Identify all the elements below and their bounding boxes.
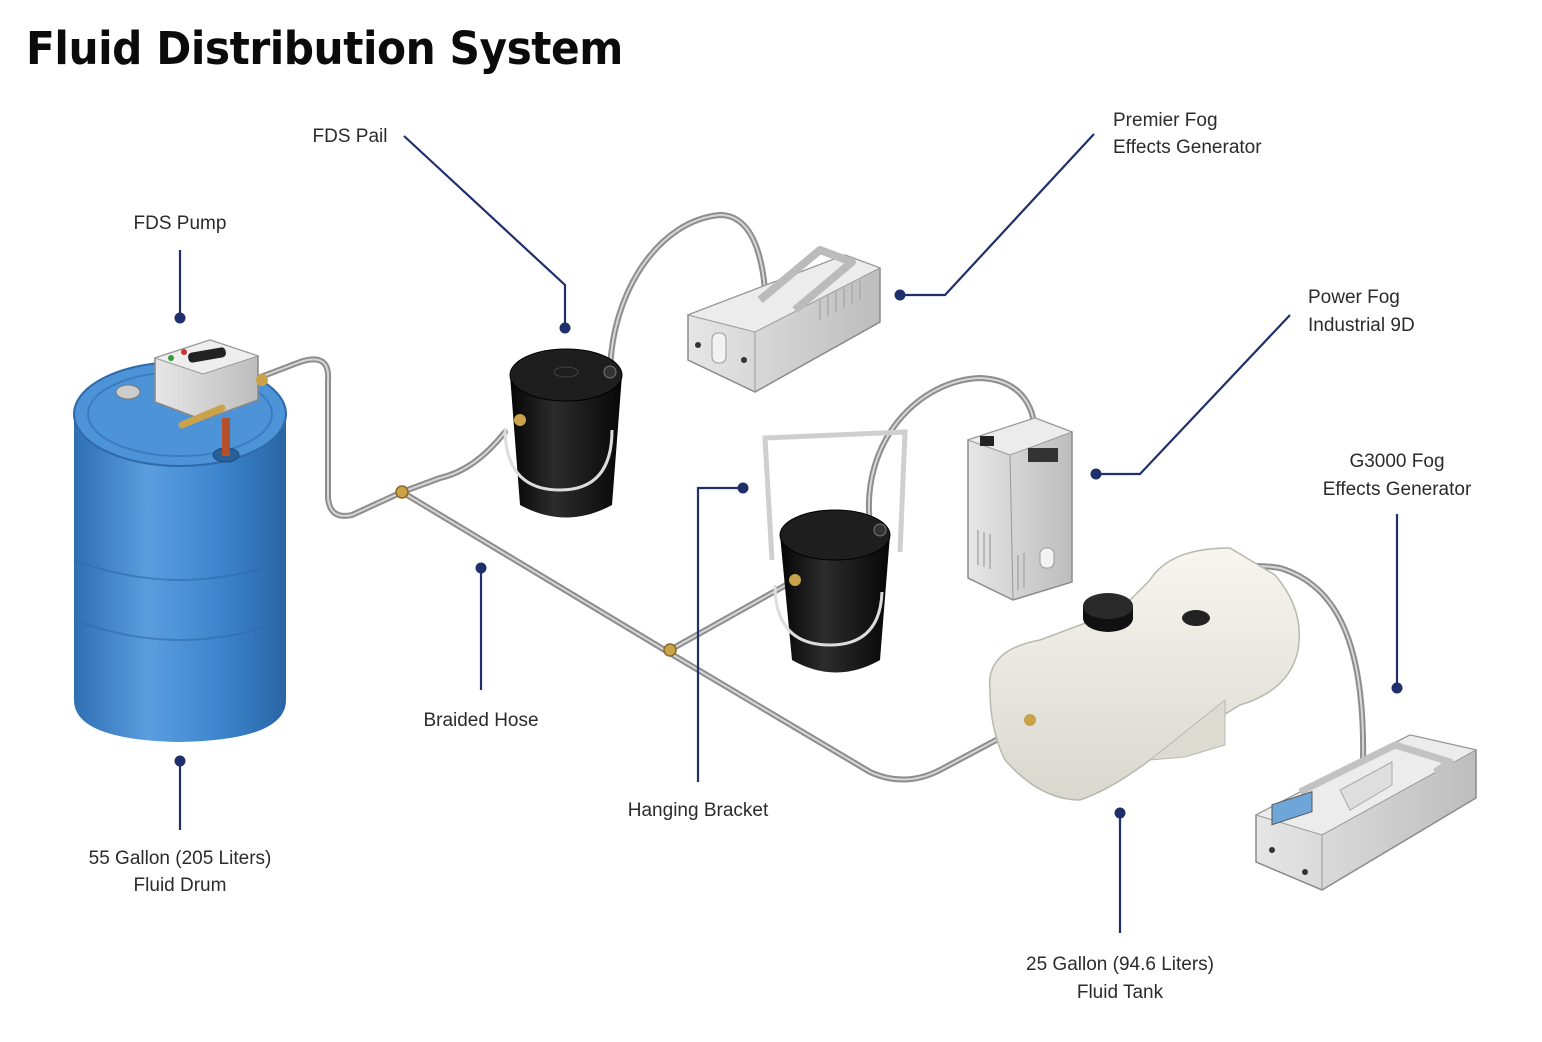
fluid-drum [73,361,287,742]
leader-lines [174,133,1403,933]
label-power-fog-line2: Industrial 9D [1308,315,1415,336]
label-fluid-drum: 55 Gallon (205 Liters) [89,848,272,869]
page-title: Fluid Distribution System [26,22,623,75]
label-g3000-fog-line2: Effects Generator [1323,479,1472,500]
callout-dot [737,482,749,494]
label-braided-hose: Braided Hose [423,710,538,731]
callout-dot [174,755,186,767]
label-power-fog: Power Fog [1308,287,1400,308]
callout-dot [1090,468,1102,480]
hanging-bracket [762,429,908,561]
bracket-pail [773,509,891,673]
label-fluid-tank: 25 Gallon (94.6 Liters) [1026,954,1214,975]
callout-dot [174,312,186,324]
callout-dot [894,289,906,301]
fds-pail [503,348,623,518]
callout-dot [559,322,571,334]
label-hanging-bracket: Hanging Bracket [628,800,769,821]
power-fog-generator [966,417,1074,601]
premier-fog-generator [686,246,882,393]
label-fds-pail: FDS Pail [313,126,388,147]
label-premier-fog: Premier Fog [1113,110,1218,131]
callout-dot [475,562,487,574]
label-fds-pump: FDS Pump [134,213,227,234]
callout-dot [1114,807,1126,819]
fds-pump [153,339,268,429]
label-fluid-drum-line2: Fluid Drum [134,875,227,896]
callout-dot [1391,682,1403,694]
label-g3000-fog: G3000 Fog [1349,451,1444,472]
tee-fitting [395,485,409,499]
g3000-fog-generator [1254,734,1478,891]
tee-fitting [663,643,677,657]
label-premier-fog-line2: Effects Generator [1113,137,1262,158]
fluid-tank [988,547,1301,801]
labels: FDS Pump FDS Pail Premier Fog Effects Ge… [89,110,1472,1003]
label-fluid-tank-line2: Fluid Tank [1077,982,1164,1003]
